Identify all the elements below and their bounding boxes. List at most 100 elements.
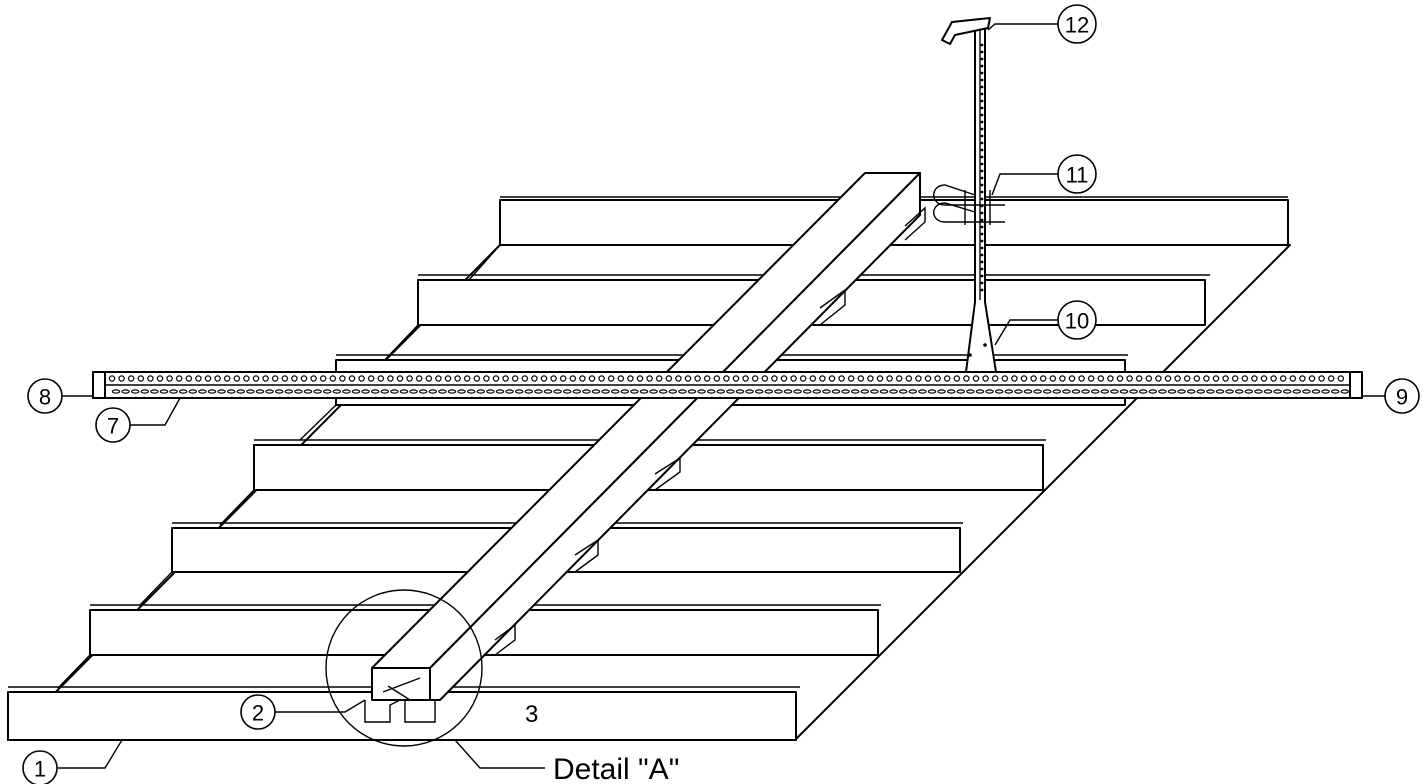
perforation-slot bbox=[534, 389, 543, 394]
perforation-hole bbox=[694, 375, 701, 382]
perforation-hole bbox=[857, 375, 865, 382]
strap-hole bbox=[980, 43, 984, 47]
perforation-slot bbox=[159, 389, 169, 394]
perforation-hole bbox=[876, 375, 884, 382]
perforation-hole bbox=[1145, 375, 1153, 382]
perforation-slot bbox=[380, 389, 389, 394]
perforation-slot bbox=[1340, 389, 1350, 394]
perforation-hole bbox=[1231, 375, 1239, 382]
strap-hole bbox=[980, 85, 984, 89]
perforation-hole bbox=[262, 375, 269, 382]
perforation-hole bbox=[742, 375, 749, 382]
perforation-hole bbox=[502, 375, 509, 382]
callout-10: 10 bbox=[1057, 300, 1097, 340]
perforation-slot bbox=[438, 389, 447, 394]
perforation-slot bbox=[572, 389, 582, 394]
leader-1 bbox=[58, 739, 123, 769]
perforation-hole bbox=[1212, 375, 1220, 382]
perforation-slot bbox=[1014, 389, 1023, 394]
perforation-slot bbox=[121, 389, 130, 394]
perforation-hole bbox=[358, 375, 365, 382]
perforation-slot bbox=[659, 389, 668, 394]
perforation-slot bbox=[1052, 389, 1062, 394]
perforation-slot bbox=[831, 389, 841, 394]
perforation-hole bbox=[1116, 375, 1124, 382]
rail-end bbox=[371, 667, 431, 701]
perforation-hole bbox=[1289, 375, 1297, 382]
perforation-hole bbox=[127, 375, 135, 382]
perforation-slot bbox=[275, 389, 284, 394]
perforation-slot bbox=[726, 389, 735, 394]
perforation-hole bbox=[1155, 375, 1162, 382]
perforation-slot bbox=[889, 389, 898, 394]
strap-hole bbox=[980, 148, 984, 152]
perforation-hole bbox=[1087, 375, 1095, 382]
channel-holes-bottom bbox=[111, 389, 1350, 394]
strap-holes bbox=[980, 43, 984, 292]
perforation-slot bbox=[1167, 389, 1177, 394]
perforation-hole bbox=[540, 375, 548, 382]
perforation-hole bbox=[1011, 375, 1018, 382]
perforation-slot bbox=[697, 389, 706, 394]
perforation-slot bbox=[956, 389, 966, 394]
perforation-slot bbox=[745, 389, 754, 394]
perforation-slot bbox=[918, 389, 927, 394]
callout-11-label: 11 bbox=[1066, 163, 1089, 188]
perforation-hole bbox=[732, 375, 740, 382]
perforation-hole bbox=[108, 375, 116, 382]
perforation-slot bbox=[1138, 389, 1148, 394]
perforation-hole bbox=[387, 375, 394, 382]
perforation-hole bbox=[1049, 375, 1057, 382]
callout-9-label: 9 bbox=[1396, 385, 1408, 410]
perforation-hole bbox=[550, 375, 557, 382]
perforation-slot bbox=[226, 389, 236, 394]
strap-hole bbox=[980, 169, 984, 173]
strap-hole bbox=[980, 281, 984, 285]
perforation-hole bbox=[1222, 375, 1229, 382]
callout-9: 9 bbox=[1384, 378, 1420, 414]
perforation-slot bbox=[1033, 389, 1042, 394]
strap-hole bbox=[980, 64, 984, 68]
perforation-slot bbox=[1023, 389, 1033, 394]
perforation-slot bbox=[428, 389, 437, 394]
strap-hole bbox=[980, 232, 984, 236]
perforation-hole bbox=[598, 375, 605, 382]
perforation-slot bbox=[323, 389, 332, 394]
perforation-hole bbox=[492, 375, 500, 382]
perforation-hole bbox=[1241, 375, 1249, 382]
perforation-hole bbox=[761, 375, 769, 382]
perforation-slot bbox=[390, 389, 399, 394]
perforation-slot bbox=[1244, 389, 1254, 394]
perforation-slot bbox=[1282, 389, 1292, 394]
perforation-hole bbox=[944, 375, 951, 382]
strap-hole bbox=[980, 183, 984, 187]
perforation-hole bbox=[1097, 375, 1105, 382]
strap-hole bbox=[980, 134, 984, 138]
perforation-slot bbox=[1196, 389, 1206, 394]
perforation-slot bbox=[1186, 389, 1196, 394]
perforation-hole bbox=[348, 375, 356, 382]
perforation-slot bbox=[601, 389, 610, 394]
strap-hole bbox=[980, 176, 984, 180]
callout-12-label: 12 bbox=[1065, 13, 1089, 38]
leader-11 bbox=[991, 173, 1058, 196]
perforation-slot bbox=[361, 389, 370, 394]
perforation-hole bbox=[886, 375, 893, 382]
perforation-hole bbox=[896, 375, 903, 382]
perforation-hole bbox=[1270, 375, 1277, 382]
callout-2: 2 bbox=[240, 694, 276, 730]
perforation-hole bbox=[185, 375, 192, 382]
perforation-hole bbox=[406, 375, 413, 382]
perforation-hole bbox=[214, 375, 221, 382]
perforation-hole bbox=[684, 375, 692, 382]
perforation-slot bbox=[524, 389, 534, 394]
perforation-slot bbox=[409, 389, 418, 394]
perforation-hole bbox=[521, 375, 529, 382]
callout-2-label: 2 bbox=[252, 701, 264, 726]
perforation-slot bbox=[764, 389, 774, 394]
perforation-hole bbox=[310, 375, 317, 382]
perforation-hole bbox=[1279, 375, 1287, 382]
perforation-hole bbox=[1039, 375, 1047, 382]
